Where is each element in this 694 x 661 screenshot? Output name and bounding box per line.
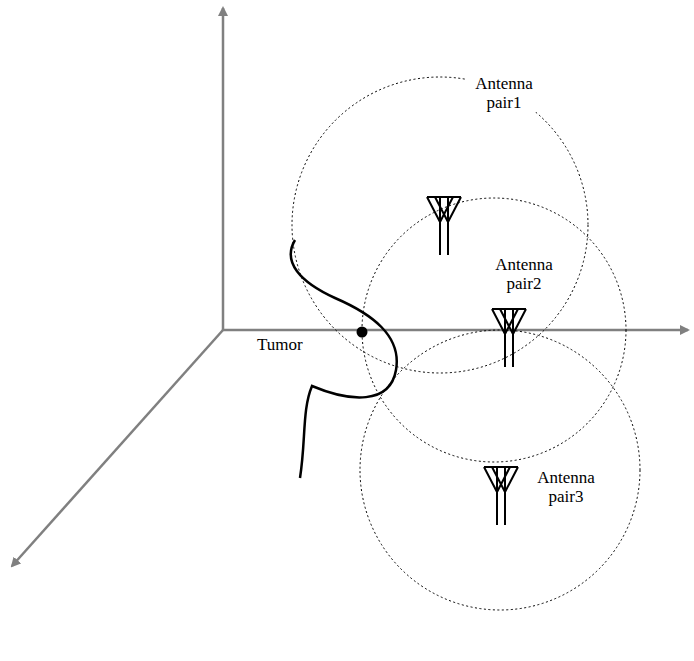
antenna-symbol	[492, 467, 518, 525]
range-circles	[292, 77, 640, 610]
text-label: Antenna pair1	[466, 74, 542, 112]
text-label: Tumor	[255, 335, 305, 354]
tumor-dot	[357, 327, 368, 338]
antenna-symbols	[427, 197, 526, 525]
axes	[12, 8, 688, 566]
text-label: Antenna pair2	[486, 255, 562, 293]
antenna-symbol	[435, 197, 461, 255]
body-outline	[291, 240, 397, 478]
antenna-symbol	[500, 309, 526, 367]
text-label: Antenna pair3	[528, 468, 604, 506]
